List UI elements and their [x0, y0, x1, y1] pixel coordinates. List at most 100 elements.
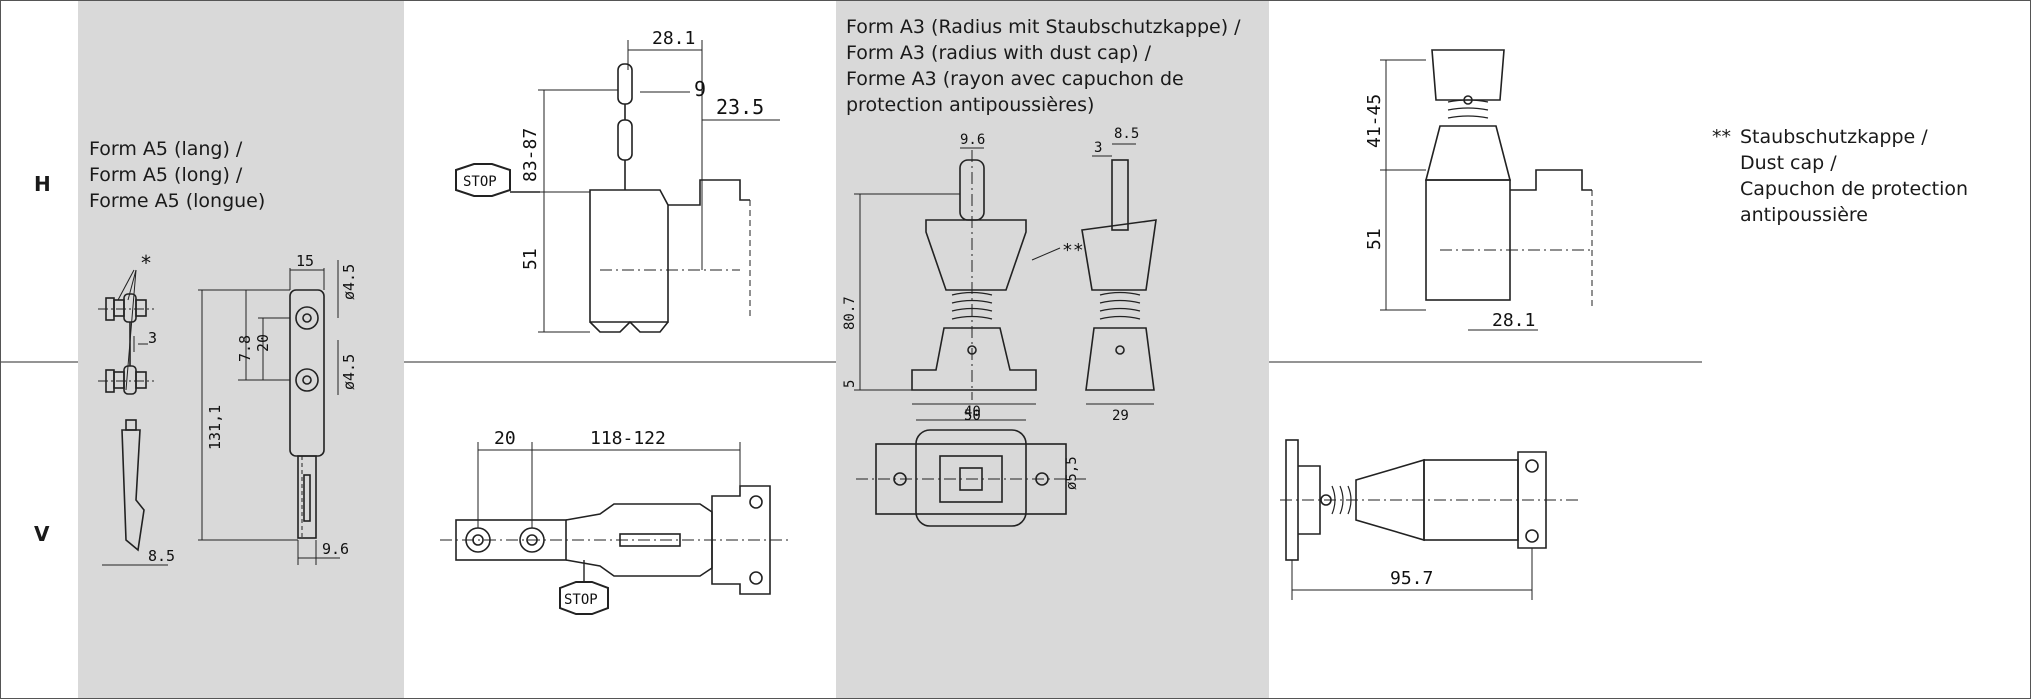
note-line: Capuchon de protection [1740, 178, 1969, 200]
a5-front-shaft [297, 455, 317, 539]
a5-leader-1 [117, 269, 135, 301]
a5-side-body-top [123, 293, 137, 323]
h-std-dim-281-label: 28.1 [652, 28, 695, 49]
shade-a3 [836, 0, 1269, 699]
v-std-mount-hole-bot [749, 571, 763, 585]
row-label-h: H [34, 172, 51, 196]
a5-side-joint [125, 419, 137, 431]
a5-front-plate [289, 289, 325, 457]
a5-dim-15-label: 15 [296, 252, 314, 270]
h-standard-drawing: STOP 28.1 9 23.5 83-87 51 [455, 28, 780, 333]
h-std-knob-top [617, 63, 633, 105]
shade-a5 [78, 0, 404, 699]
a3-drawing: 9.6 8.5 3 80.7 5 50 29 40 ø5,5 ** [842, 126, 1157, 527]
a5-drawing: * 3 15 ø4.5 ø4.5 7.8 20 131,1 8.5 9.6 [98, 251, 358, 566]
v-std-mount [711, 485, 771, 595]
v-cap-mount-hole-top [1525, 459, 1539, 473]
caption-a3-line: Form A3 (Radius mit Staubschutzkappe) / [846, 16, 1241, 38]
a5-dim-d45a-label: ø4.5 [340, 264, 358, 300]
a3-dim-807-label: 80.7 [842, 296, 858, 330]
a3-bottom-inner [939, 455, 1003, 503]
a5-dim-131-label: 131,1 [206, 405, 224, 450]
dust-cap-note: ** Staubschutzkappe / Dust cap / Capuchon… [1712, 124, 1968, 228]
a3-dim-3-label: 3 [1094, 140, 1102, 156]
a3-side-base-hole [1115, 345, 1125, 355]
h-std-dim-8387-label: 83-87 [520, 128, 541, 182]
caption-a5-line: Form A5 (lang) / [89, 138, 243, 160]
a5-front-slot [303, 474, 311, 522]
note-line: Staubschutzkappe / [1740, 126, 1928, 148]
a3-dim-29-label: 29 [1112, 408, 1129, 424]
v-std-dim-118-label: 118-122 [590, 428, 666, 449]
caption-a3-line: protection antipoussières) [846, 94, 1095, 116]
a3-dim-d55-label: ø5,5 [1064, 456, 1080, 490]
h-std-knob-mid [617, 119, 633, 161]
a3-side-knob [1111, 159, 1129, 231]
note-line: Dust cap / [1740, 152, 1837, 174]
a5-front-hole-bottom [295, 368, 319, 392]
h-std-stop-sign [455, 163, 511, 197]
v-cap-mount-hole-bot [1525, 529, 1539, 543]
a5-leader-3 [125, 269, 137, 391]
a3-bottom-plate [875, 443, 1067, 515]
h-cap-drawing: 41-45 51 28.1 [1364, 49, 1593, 331]
h-std-body-base [589, 320, 669, 333]
caption-a3: Form A3 (Radius mit Staubschutzkappe) / … [846, 14, 1241, 118]
caption-a3-line: Forme A3 (rayon avec capuchon de [846, 68, 1184, 90]
v-cap-dim-957-label: 95.7 [1390, 568, 1433, 589]
a5-leader-2 [127, 269, 137, 301]
a3-dim-40-label: 40 [964, 404, 981, 420]
h-cap-boot [1424, 125, 1512, 181]
v-std-stop-label: STOP [564, 592, 598, 608]
row-label-v: V [34, 522, 50, 546]
h-cap-dim-281-label: 28.1 [1492, 310, 1535, 331]
note-marker: ** [1712, 126, 1731, 148]
h-cap-knob [1431, 49, 1505, 101]
v-cap-mount [1517, 451, 1547, 549]
h-std-dim-235-label: 23.5 [716, 95, 764, 119]
a3-side-base [1085, 327, 1155, 391]
a5-dim-96-label: 9.6 [322, 540, 349, 558]
a5-asterisk: * [140, 251, 152, 275]
a5-side-nut-bottom-r [135, 371, 147, 389]
a3-front-base [911, 327, 1037, 391]
a5-front-hole-bottom-inner [302, 375, 312, 385]
a3-dim-5-label: 5 [842, 380, 858, 388]
caption-a5: Form A5 (lang) / Form A5 (long) / Forme … [89, 136, 265, 214]
caption-a5-line: Forme A5 (longue) [89, 190, 266, 212]
caption-a5-line: Form A5 (long) / [89, 164, 243, 186]
a3-front-cap [925, 219, 1027, 291]
h-cap-body [1425, 179, 1511, 301]
a5-side-nut-top-r [135, 299, 147, 317]
h-cap-spring [1447, 99, 1489, 119]
a5-side-nut-bottom [113, 371, 125, 389]
h-std-dim-51-label: 51 [520, 248, 541, 270]
a5-side-nut-top [113, 299, 125, 317]
a5-front-hole-top-inner [302, 313, 312, 323]
h-cap-dim-51-label: 51 [1364, 228, 1385, 250]
v-std-mount-hole-top [749, 495, 763, 509]
a3-side-cap [1081, 219, 1157, 291]
a5-side-blade [121, 429, 145, 552]
v-std-stop-sign [559, 581, 609, 615]
v-standard-drawing: STOP 20 118-122 [440, 428, 790, 615]
a5-dim-3-label: 3 [148, 329, 157, 347]
a5-dim-d45b-label: ø4.5 [340, 354, 358, 390]
a3-side-spring [1099, 291, 1141, 320]
h-cap-dim-4145-label: 41-45 [1364, 94, 1385, 148]
a3-double-asterisk: ** [1062, 240, 1084, 261]
a3-dim-96-label: 9.6 [960, 132, 985, 148]
h-cap-mount [1510, 169, 1592, 191]
a5-dim-78-label: 7.8 [236, 335, 254, 362]
v-std-dim-20-label: 20 [494, 428, 516, 449]
a5-dim-20-label: 20 [254, 334, 272, 352]
h-std-stop-label: STOP [463, 174, 497, 190]
h-std-dim-9-label: 9 [694, 77, 706, 101]
h-std-body [589, 189, 669, 323]
a3-dim-50-label: 50 [964, 408, 981, 424]
a3-bottom-cap [915, 429, 1027, 527]
h-std-mount [668, 179, 750, 206]
a5-front-hole-top [295, 306, 319, 330]
